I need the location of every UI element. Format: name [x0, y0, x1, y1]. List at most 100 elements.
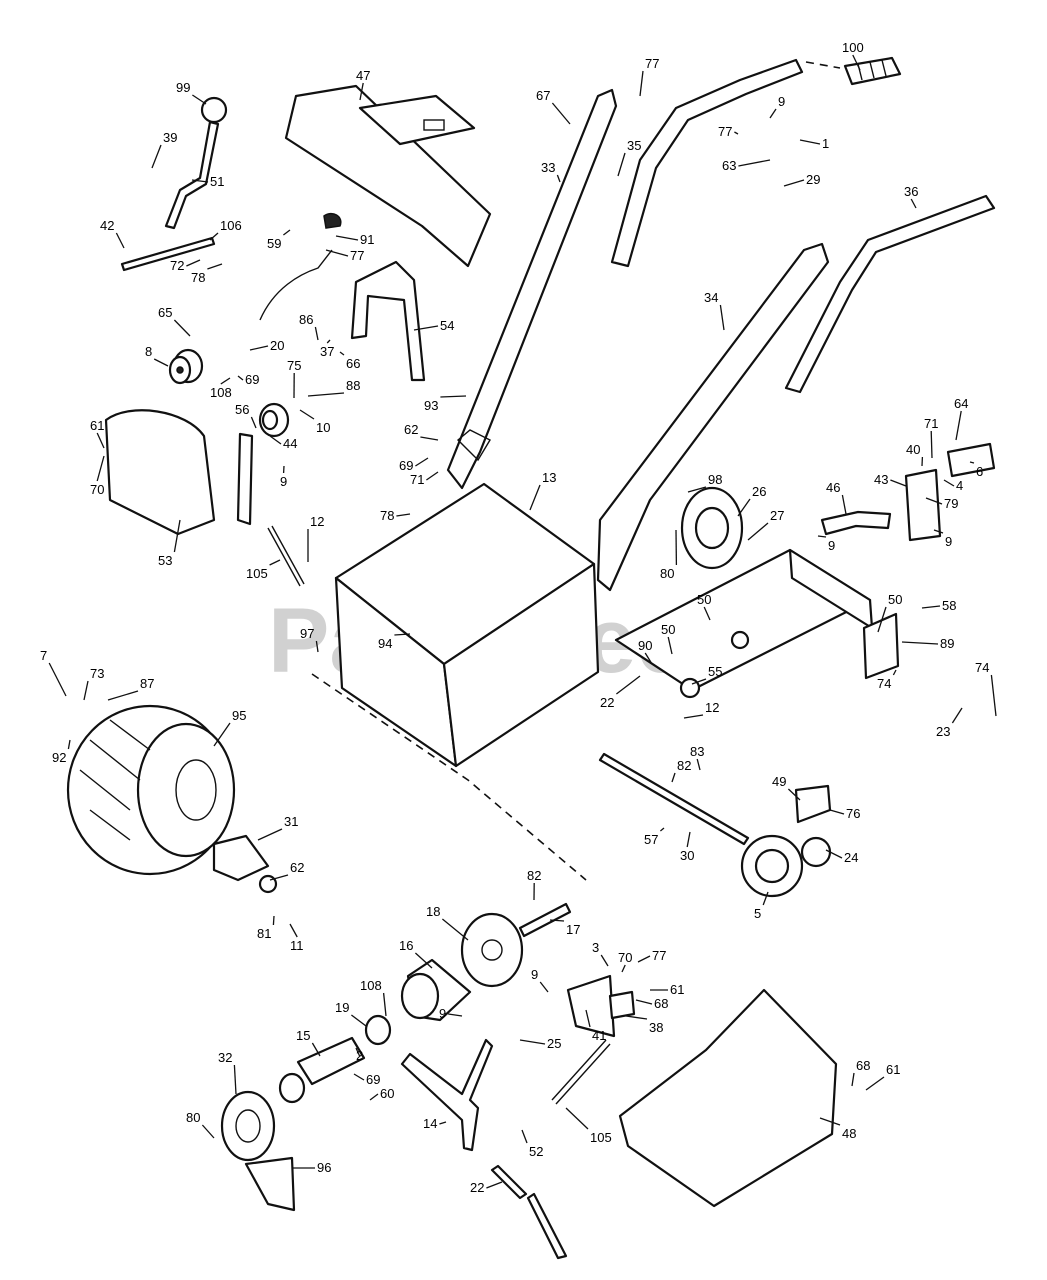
callout-38: 38 [649, 1020, 663, 1035]
callout-71: 71 [924, 416, 938, 431]
leader-33 [556, 174, 561, 183]
leader-9 [539, 981, 549, 993]
leader-11 [289, 923, 298, 938]
leader-105 [269, 559, 281, 566]
leader-20 [249, 345, 269, 351]
callout-94: 94 [378, 636, 392, 651]
callout-100: 100 [842, 40, 864, 55]
callout-71: 71 [410, 472, 424, 487]
callout-33: 33 [541, 160, 555, 175]
wheel-95 [66, 704, 236, 876]
callout-5: 5 [754, 906, 761, 921]
leader-8 [153, 358, 169, 367]
callout-50: 50 [888, 592, 902, 607]
leader-2 [355, 1047, 361, 1057]
callout-93: 93 [424, 398, 438, 413]
leader-60 [369, 1093, 379, 1101]
leader-19 [351, 1014, 367, 1027]
leader-53 [173, 519, 181, 553]
leader-70 [621, 964, 626, 973]
callout-98: 98 [708, 472, 722, 487]
callout-39: 39 [163, 130, 177, 145]
pulley-32 [220, 1090, 296, 1212]
callout-61: 61 [886, 1062, 900, 1077]
callout-27: 27 [770, 508, 784, 523]
leader-17 [549, 919, 565, 922]
callout-53: 53 [158, 553, 172, 568]
leader-10 [299, 409, 315, 420]
leader-95 [213, 722, 231, 747]
leader-76 [829, 809, 845, 815]
callout-55: 55 [708, 664, 722, 679]
leader-16 [414, 952, 433, 969]
callout-52: 52 [529, 1144, 543, 1159]
leader-4 [943, 479, 955, 487]
callout-9: 9 [945, 534, 952, 549]
callout-73: 73 [90, 666, 104, 681]
callout-57: 57 [644, 832, 658, 847]
leader-43 [890, 479, 907, 487]
callout-63: 63 [722, 158, 736, 173]
leader-57 [659, 827, 665, 832]
leader-49 [787, 788, 801, 801]
leader-39 [151, 144, 162, 169]
callout-72: 72 [170, 258, 184, 273]
leader-37 [326, 339, 331, 344]
leader-77 [637, 955, 651, 963]
callout-13: 13 [542, 470, 556, 485]
leader-90 [644, 652, 653, 665]
leader-65 [173, 319, 191, 337]
leader-70 [96, 455, 105, 482]
callout-59: 59 [267, 236, 281, 251]
callout-67: 67 [536, 88, 550, 103]
leader-78 [396, 513, 411, 517]
leader-41 [585, 1009, 591, 1028]
control-panel-47 [284, 84, 492, 268]
callout-24: 24 [844, 850, 858, 865]
leader-lines [48, 54, 997, 1189]
leader-72 [186, 259, 201, 267]
leader-15 [311, 1042, 321, 1057]
leader-38 [625, 1015, 648, 1020]
callout-29: 29 [806, 172, 820, 187]
callout-92: 92 [52, 750, 66, 765]
callout-86: 86 [299, 312, 313, 327]
callout-77: 77 [350, 248, 364, 263]
callout-80: 80 [660, 566, 674, 581]
callout-66: 66 [346, 356, 360, 371]
leader-100 [852, 54, 861, 71]
leader-108 [382, 992, 387, 1017]
leader-108 [220, 377, 231, 385]
leader-81 [272, 915, 275, 926]
leader-14 [439, 1121, 447, 1125]
callout-22: 22 [600, 695, 614, 710]
callout-82: 82 [527, 868, 541, 883]
callout-54: 54 [440, 318, 454, 333]
callout-9: 9 [828, 538, 835, 553]
callout-70: 70 [618, 950, 632, 965]
leader-97 [315, 640, 319, 653]
leader-9 [448, 1013, 463, 1017]
leader-59 [283, 229, 291, 236]
leader-32 [233, 1064, 237, 1095]
leader-74 [892, 669, 897, 676]
leader-30 [686, 831, 691, 848]
shift-lever-51 [120, 96, 228, 272]
hub-31 [212, 834, 278, 894]
leader-80 [201, 1124, 215, 1139]
leader-62 [420, 436, 439, 441]
leader-98 [687, 486, 707, 493]
bracket-38-41 [566, 974, 636, 1038]
callout-15: 15 [296, 1028, 310, 1043]
callout-41: 41 [592, 1028, 606, 1043]
callout-74: 74 [975, 660, 989, 675]
callout-58: 58 [942, 598, 956, 613]
leader-68 [851, 1072, 855, 1087]
callout-51: 51 [210, 174, 224, 189]
bearing-44 [258, 402, 290, 438]
leader-47 [359, 82, 364, 101]
callout-62: 62 [290, 860, 304, 875]
leader-87 [107, 690, 139, 701]
callout-9: 9 [280, 474, 287, 489]
